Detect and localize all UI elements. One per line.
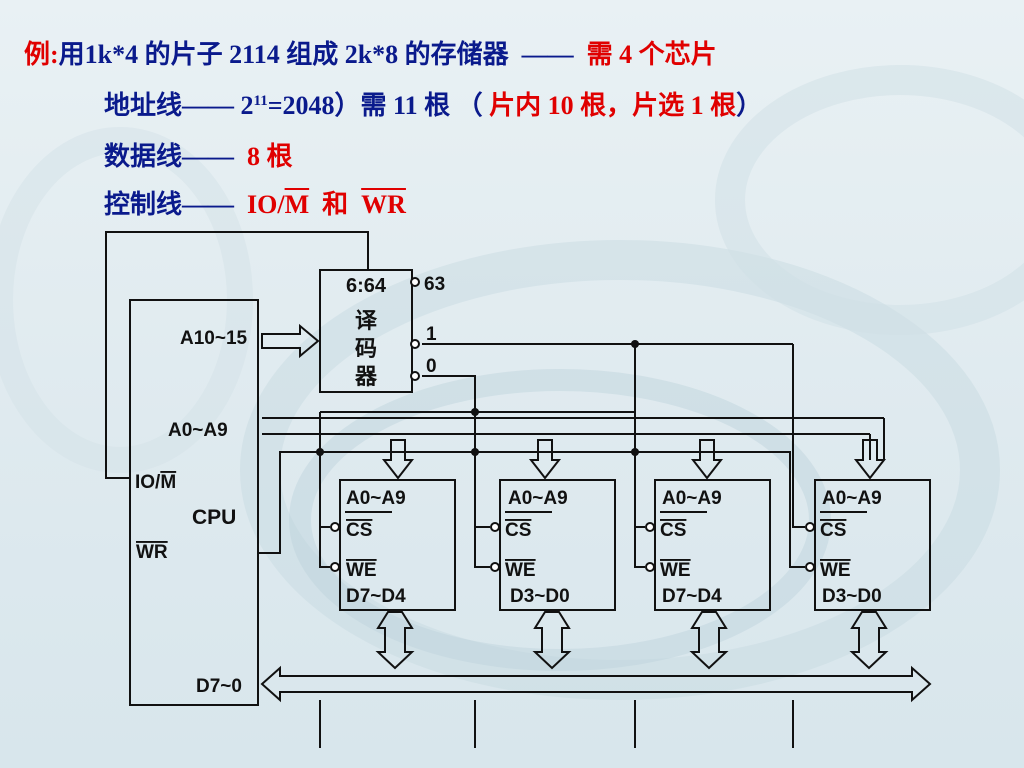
decoder-char-1: 译 — [355, 308, 378, 333]
chip4-cs-bubble — [805, 522, 815, 532]
chip4-we-label: WE — [820, 560, 851, 581]
data-arrow-chip2 — [532, 611, 572, 670]
a-high-arrow — [261, 323, 320, 359]
chip1-cs-label: CS — [346, 520, 372, 541]
data-label: 数据线—— — [104, 142, 235, 171]
address-split: 片内 10 根，片选 1 根 — [489, 91, 737, 120]
decoder-out0-bubble — [410, 371, 420, 381]
we-wire-chip3 — [634, 452, 645, 568]
cs-wire-chip1 — [319, 412, 330, 528]
chip3-we-bubble — [645, 562, 655, 572]
address-line: 地址线—— 211=2048）需 11 根 （ 片内 10 根，片选 1 根） — [104, 85, 762, 122]
data-arrow-chip3 — [689, 611, 729, 670]
chip2-we-label: WE — [505, 560, 536, 581]
cpu-data-label: D7~0 — [196, 676, 242, 697]
address-label: 地址线—— — [104, 91, 235, 120]
junction-dot — [631, 340, 639, 348]
chip2-we-bubble — [490, 562, 500, 572]
cpu-a-high-label: A10~15 — [180, 328, 248, 349]
chip1-addr-label: A0~A9 — [346, 488, 406, 509]
cpu-label: CPU — [192, 506, 236, 529]
memory-chip-1 — [339, 479, 456, 611]
address-exponent: 11 — [253, 93, 268, 109]
cpu-m-text: M — [160, 472, 176, 493]
memory-chip-3 — [654, 479, 771, 611]
decoder-char-2: 码 — [355, 336, 377, 361]
control-m: M — [284, 190, 310, 219]
chip4-we-bubble — [805, 562, 815, 572]
chip2-addr-label: A0~A9 — [508, 488, 568, 509]
chip4-addr-label: A0~A9 — [822, 488, 882, 509]
example-label: 例: — [24, 40, 59, 69]
cpu-wr-label: WR — [136, 542, 168, 563]
control-line: 控制线—— IO/M 和 WR — [104, 184, 406, 221]
decoder-out0-wire — [422, 375, 476, 412]
cpu-a-low-label: A0~A9 — [168, 420, 228, 441]
example-text: 用1k*4 的片子 2114 组成 2k*8 的存储器 — [58, 40, 509, 69]
chip1-we-bubble — [330, 562, 340, 572]
address-arrow-chip3 — [690, 439, 724, 480]
cs-wire-chip4 — [792, 344, 805, 528]
decoder-out1-label: 1 — [426, 324, 437, 345]
decoder-title: 6:64 — [346, 275, 387, 297]
chip4-cs-label: CS — [820, 520, 846, 541]
address-base: 2 — [240, 91, 254, 120]
example-line: 例:用1k*4 的片子 2114 组成 2k*8 的存储器 —— 需 4 个芯片 — [24, 34, 717, 71]
we-wire-chip1 — [319, 452, 330, 568]
chip3-data-label: D7~D4 — [662, 586, 722, 607]
decoder-out0-label: 0 — [426, 356, 437, 377]
data-count: 8 根 — [247, 142, 293, 171]
address-arrow-chip4 — [853, 439, 887, 480]
chip2-data-label: D3~D0 — [510, 586, 570, 607]
control-wr: WR — [361, 190, 406, 219]
memory-chip-2 — [499, 479, 616, 611]
chip3-cs-label: CS — [660, 520, 686, 541]
chip1-cs-bubble — [330, 522, 340, 532]
example-dash: —— — [521, 40, 574, 69]
decoder-out63-label: 63 — [424, 274, 445, 295]
chip1-we-label: WE — [346, 560, 377, 581]
address-arrow-chip2 — [528, 439, 562, 480]
control-label: 控制线—— — [104, 190, 235, 219]
cpu-io-text: IO/ — [135, 472, 161, 493]
chip-count: 需 4 个芯片 — [586, 40, 717, 69]
chip2-cs-bubble — [490, 522, 500, 532]
chip3-addr-label: A0~A9 — [662, 488, 722, 509]
chip4-data-label: D3~D0 — [822, 586, 882, 607]
cpu-box — [129, 299, 259, 706]
chip2-cs-label: CS — [505, 520, 531, 541]
decoder-char-3: 器 — [354, 364, 378, 389]
data-line: 数据线—— 8 根 — [104, 136, 293, 173]
chip3-we-label: WE — [660, 560, 691, 581]
junction-dot — [471, 408, 479, 416]
data-bus-arrow — [260, 665, 932, 703]
junction-dot — [471, 448, 479, 456]
junction-dot — [631, 448, 639, 456]
memory-chip-4 — [814, 479, 931, 611]
control-io: IO/ — [247, 190, 285, 219]
we-wire-chip2 — [474, 452, 490, 568]
data-arrow-chip4 — [849, 611, 889, 670]
decoder-out63-bubble — [410, 277, 420, 287]
data-arrow-chip1 — [375, 611, 415, 670]
we-bus — [258, 451, 805, 568]
cpu-io-m-label: IO/M — [135, 472, 176, 493]
address-arrow-chip1 — [381, 439, 415, 480]
decoder-out1-bubble — [410, 339, 420, 349]
cs-wire-chip2 — [474, 412, 490, 528]
chip3-cs-bubble — [645, 522, 655, 532]
control-and: 和 — [322, 190, 349, 219]
chip1-data-label: D7~D4 — [346, 586, 406, 607]
io-m-wire — [105, 231, 369, 479]
address-count: =2048）需 11 根 （ — [267, 91, 483, 120]
decoder-box — [319, 269, 413, 393]
junction-dot — [316, 448, 324, 456]
address-close: ） — [736, 91, 763, 120]
